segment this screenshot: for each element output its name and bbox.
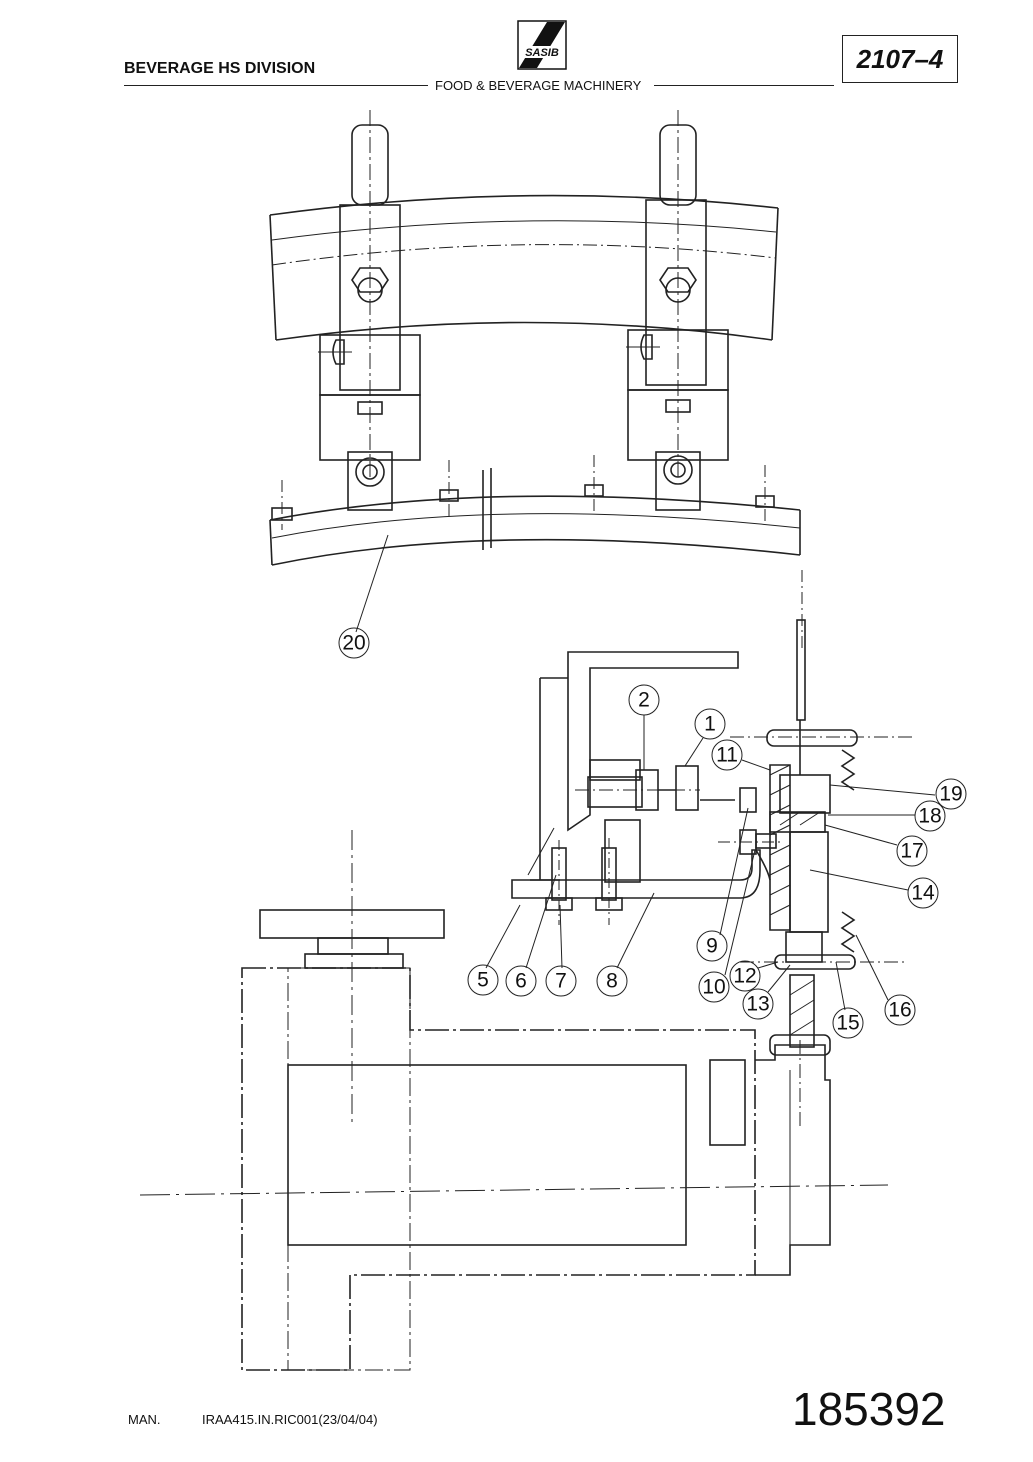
callout-1: 1 <box>704 713 716 736</box>
drawing-number: 185392 <box>792 1383 946 1435</box>
callout-7: 7 <box>555 970 567 993</box>
callout-2: 2 <box>638 689 650 712</box>
callout-circles <box>338 627 967 1039</box>
callout-17: 17 <box>900 840 923 863</box>
callout-6: 6 <box>515 970 527 993</box>
callout-numbers: 1 2 5 6 7 8 9 10 11 12 13 14 15 16 17 18… <box>342 632 962 1035</box>
sasib-logo: SASIB <box>517 20 567 70</box>
callout-11: 11 <box>716 744 738 767</box>
company-tagline: FOOD & BEVERAGE MACHINERY <box>432 78 645 93</box>
callout-20: 20 <box>342 632 365 655</box>
callout-12: 12 <box>733 965 756 988</box>
callout-15: 15 <box>836 1012 859 1035</box>
bottom-assembly <box>139 619 936 1371</box>
callout-9: 9 <box>706 935 718 958</box>
callout-19: 19 <box>939 783 962 806</box>
callout-18: 18 <box>918 805 941 828</box>
division-title: BEVERAGE HS DIVISION <box>124 60 316 77</box>
callout-14: 14 <box>911 882 935 905</box>
callout-8: 8 <box>606 970 618 993</box>
document-code: 2107–4 <box>856 43 944 74</box>
top-assembly <box>269 110 803 650</box>
callout-10: 10 <box>702 976 725 999</box>
header-rule-left <box>124 85 428 86</box>
footer-reference: IRAA415.IN.RIC001(23/04/04) <box>202 1412 378 1427</box>
callout-5: 5 <box>477 969 489 992</box>
logo-wordmark: SASIB <box>525 47 559 59</box>
callout-16: 16 <box>888 999 911 1022</box>
document-code-box: 2107–4 <box>842 35 958 83</box>
header-rule-right <box>654 85 834 86</box>
footer-man-label: MAN. <box>128 1412 161 1427</box>
callout-13: 13 <box>746 993 769 1016</box>
